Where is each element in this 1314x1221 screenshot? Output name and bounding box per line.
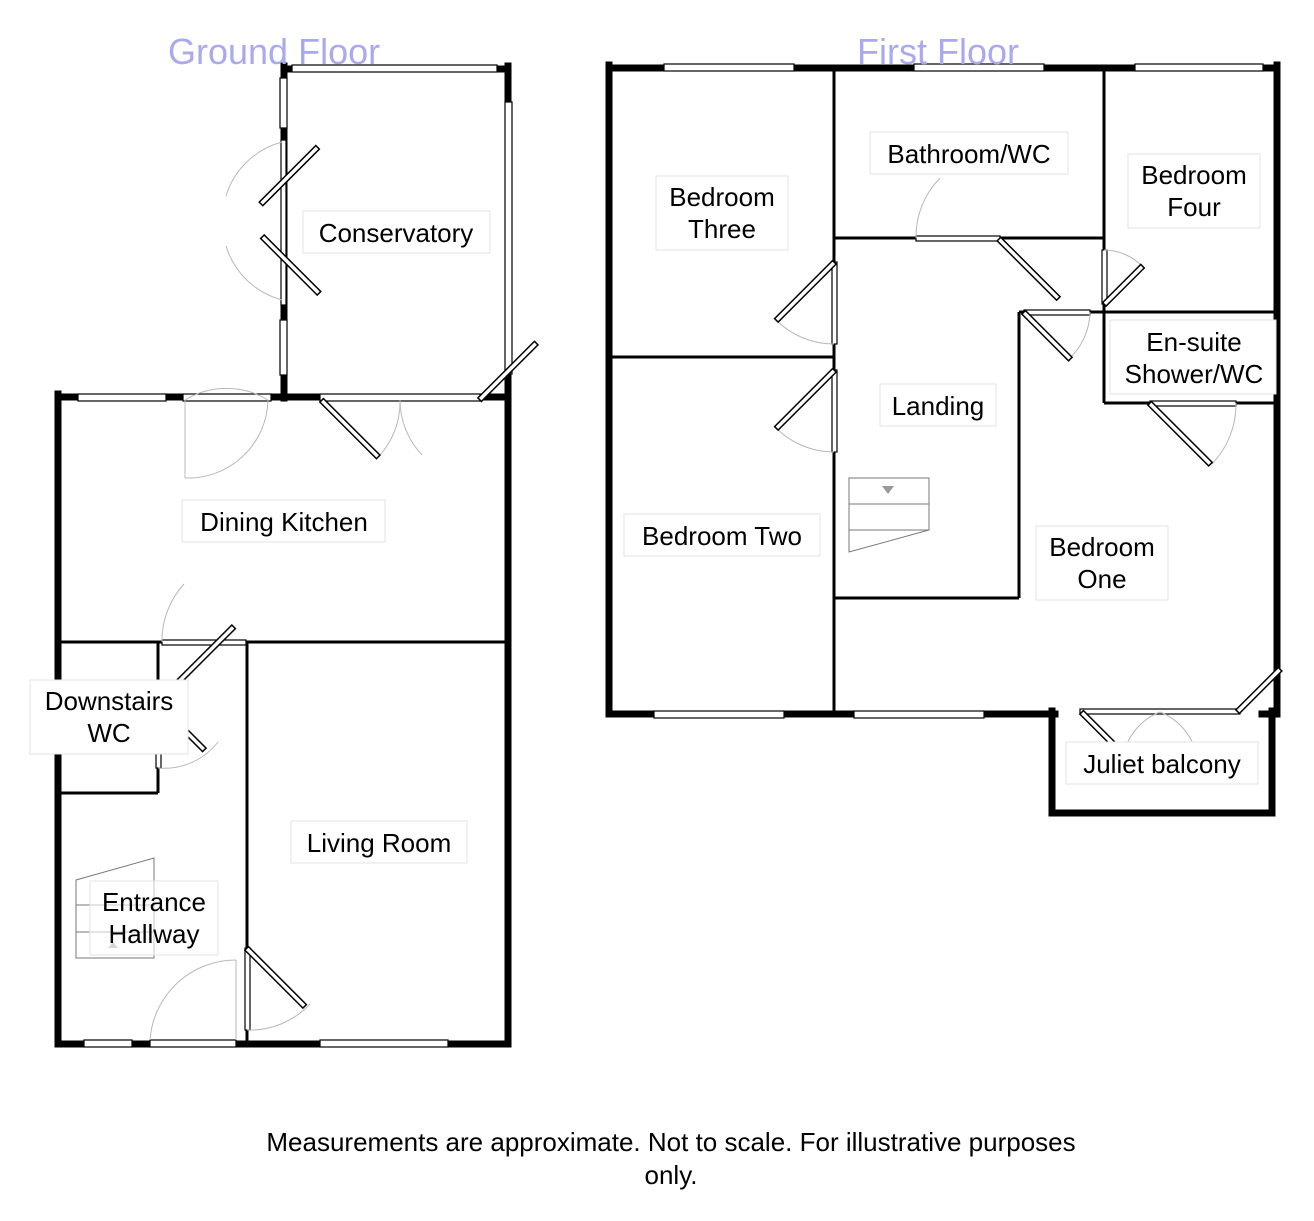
conservatory-side-door-frame [280, 139, 287, 306]
living-room-label: Living Room [307, 828, 452, 858]
bedroom-two-door-leaf [773, 367, 838, 432]
conservatory-window-right [504, 101, 513, 375]
conservatory-door-arc-1 [225, 141, 283, 197]
kitchen-window-left [77, 393, 167, 402]
bedroom-four-door-frame [1101, 249, 1108, 305]
bedroom-two-window [653, 710, 785, 719]
ground-floor-walls [54, 390, 512, 1048]
first-floor-plan: First Floor Bedroom Three Bathroom/WC Be… [605, 31, 1283, 817]
bedroom-one-door-leaf [1020, 309, 1074, 362]
living-door-leaf [243, 945, 308, 1010]
first-floor-title: First Floor [857, 31, 1019, 72]
conservatory-walls [225, 62, 513, 402]
bedroom-four-label-2: Four [1167, 192, 1221, 222]
kitchen-rear-door-swing [184, 399, 269, 479]
disclaimer-line-2: only. [645, 1160, 698, 1190]
bedroom-one-door-frame [1023, 309, 1091, 316]
first-floor-stairs [848, 477, 930, 553]
kitchen-double-door-arc-1 [379, 399, 401, 456]
ground-floor-plan: Ground Floor Conservatory Dining Kitchen… [29, 31, 540, 1048]
downstairs-wc-label-1: Downstairs [45, 686, 174, 716]
bedroom-three-door-leaf [773, 259, 838, 324]
kitchen-double-door-leaf-2 [476, 340, 540, 403]
dining-kitchen-label: Dining Kitchen [200, 507, 368, 537]
front-door-frame [149, 1039, 237, 1048]
bathroom-window [913, 63, 1045, 72]
bedroom-three-door-arc [775, 319, 835, 345]
bathroom-door-arc [915, 177, 941, 239]
en-suite-door-frame [1149, 400, 1237, 407]
bathroom-wc-label: Bathroom/WC [887, 139, 1050, 169]
bathroom-door-frame [915, 235, 1001, 242]
conservatory-window-left-lower [279, 319, 288, 376]
landing-label: Landing [892, 391, 985, 421]
kitchen-double-door-leaf-1 [318, 397, 382, 460]
conservatory-door-arc-2 [225, 245, 283, 301]
juliet-door-leaf-2 [1234, 666, 1283, 715]
hallway-kitchen-door-arc [161, 583, 185, 643]
living-door-frame [244, 947, 251, 1031]
bedroom-four-window [1134, 63, 1264, 72]
bedroom-one-window [853, 710, 985, 719]
front-door-arc [149, 959, 237, 1041]
kitchen-rear-door-arc [184, 387, 269, 478]
conservatory-door-leaf-1 [258, 144, 321, 207]
bedroom-four-door-arc [1103, 249, 1143, 267]
en-suite-label-1: En-suite [1146, 327, 1241, 357]
entrance-hallway-label-1: Entrance [102, 887, 206, 917]
conservatory-label: Conservatory [319, 218, 474, 248]
bedroom-one-door-arc [1069, 311, 1091, 359]
entrance-hallway-label-2: Hallway [108, 919, 199, 949]
hallway-kitchen-door-frame [161, 639, 247, 646]
bedroom-one-label-2: One [1077, 564, 1126, 594]
kitchen-double-door-arc-2 [399, 399, 423, 456]
bedroom-one-label-1: Bedroom [1049, 532, 1155, 562]
first-floor-walls [605, 61, 1281, 817]
hallway-window [83, 1039, 133, 1048]
first-floor-doors [773, 177, 1283, 758]
bedroom-two-door-frame [831, 369, 838, 453]
ground-floor-title: Ground Floor [168, 31, 380, 72]
bedroom-three-door-frame [831, 261, 838, 345]
stairs-direction-icon [882, 486, 894, 494]
living-room-window [319, 1039, 449, 1048]
hallway-kitchen-door-leaf [171, 623, 237, 690]
kitchen-window-mid [182, 393, 272, 402]
bedroom-three-label-1: Bedroom [669, 182, 775, 212]
bedroom-three-window [663, 63, 795, 72]
bathroom-door-leaf [996, 236, 1062, 302]
wc-door-arc [157, 741, 219, 769]
conservatory-window-top [291, 64, 498, 73]
bedroom-two-label: Bedroom Two [642, 521, 802, 551]
kitchen-doors-frame [319, 393, 481, 402]
bedroom-four-label-1: Bedroom [1141, 160, 1247, 190]
conservatory-window-left-upper [279, 77, 288, 129]
en-suite-door-leaf [1146, 400, 1214, 467]
en-suite-door-arc [1211, 402, 1237, 465]
living-door-arc [246, 1003, 311, 1031]
bedroom-two-door-arc [775, 427, 835, 453]
disclaimer-line-1: Measurements are approximate. Not to sca… [266, 1127, 1075, 1157]
en-suite-label-2: Shower/WC [1125, 359, 1264, 389]
bedroom-three-label-2: Three [688, 214, 756, 244]
downstairs-wc-label-2: WC [87, 718, 130, 748]
bedroom-four-door-leaf [1101, 263, 1146, 308]
conservatory-door-leaf-2 [259, 233, 322, 297]
juliet-balcony-label: Juliet balcony [1083, 749, 1241, 779]
juliet-balcony-door-frame [1079, 708, 1241, 715]
